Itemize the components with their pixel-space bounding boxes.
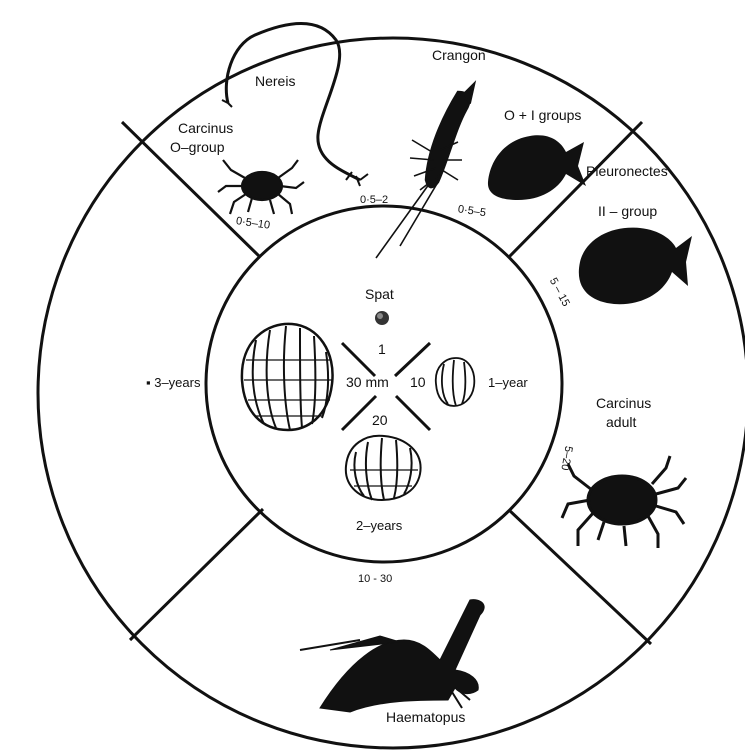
label-carcinus-o-line1: Carcinus [178, 120, 233, 136]
label-o-i-groups: O + I groups [504, 107, 581, 123]
label-size-10: 10 [410, 374, 426, 390]
label-crangon: Crangon [432, 47, 486, 63]
cockle-shell-icon [242, 324, 333, 430]
range-pleuronectes: 5 – 15 [547, 276, 572, 309]
flatfish-icon [579, 228, 692, 305]
label-size-1: 1 [378, 341, 386, 357]
spat-icon [375, 311, 389, 325]
cockle-shell-icon [436, 358, 475, 406]
range-carcinus-adult: 5–20 [558, 445, 574, 471]
oystercatcher-icon [300, 600, 484, 712]
shrimp-icon [376, 84, 474, 258]
range-carcinus-o: 0·5–10 [235, 215, 271, 232]
label-ii-group: II – group [598, 203, 657, 219]
range-nereis: 0·5–2 [360, 194, 388, 206]
label-carcinus-adult-line1: Carcinus [596, 395, 651, 411]
label-pleuronectes: Pleuronectes [586, 163, 668, 179]
label-carcinus-o-line2: O–group [170, 139, 225, 155]
label-carcinus-adult-line2: adult [606, 414, 636, 430]
range-haematopus: 10 - 30 [358, 573, 392, 585]
label-size-30mm: 30 mm [346, 374, 389, 390]
label-spat: Spat [365, 286, 394, 302]
crab-icon [562, 456, 686, 548]
worm-icon [222, 24, 368, 186]
flatfish-icon [488, 135, 586, 200]
label-size-20: 20 [372, 412, 388, 428]
crab-icon [218, 160, 304, 214]
label-one-year: 1–year [488, 375, 528, 390]
label-nereis: Nereis [255, 73, 295, 89]
range-crangon: 0·5–5 [457, 203, 487, 219]
cockle-shell-icon [346, 436, 421, 500]
label-three-years: ▪ 3–years [146, 375, 201, 390]
label-haematopus: Haematopus [386, 709, 465, 725]
label-two-years: 2–years [356, 518, 403, 533]
